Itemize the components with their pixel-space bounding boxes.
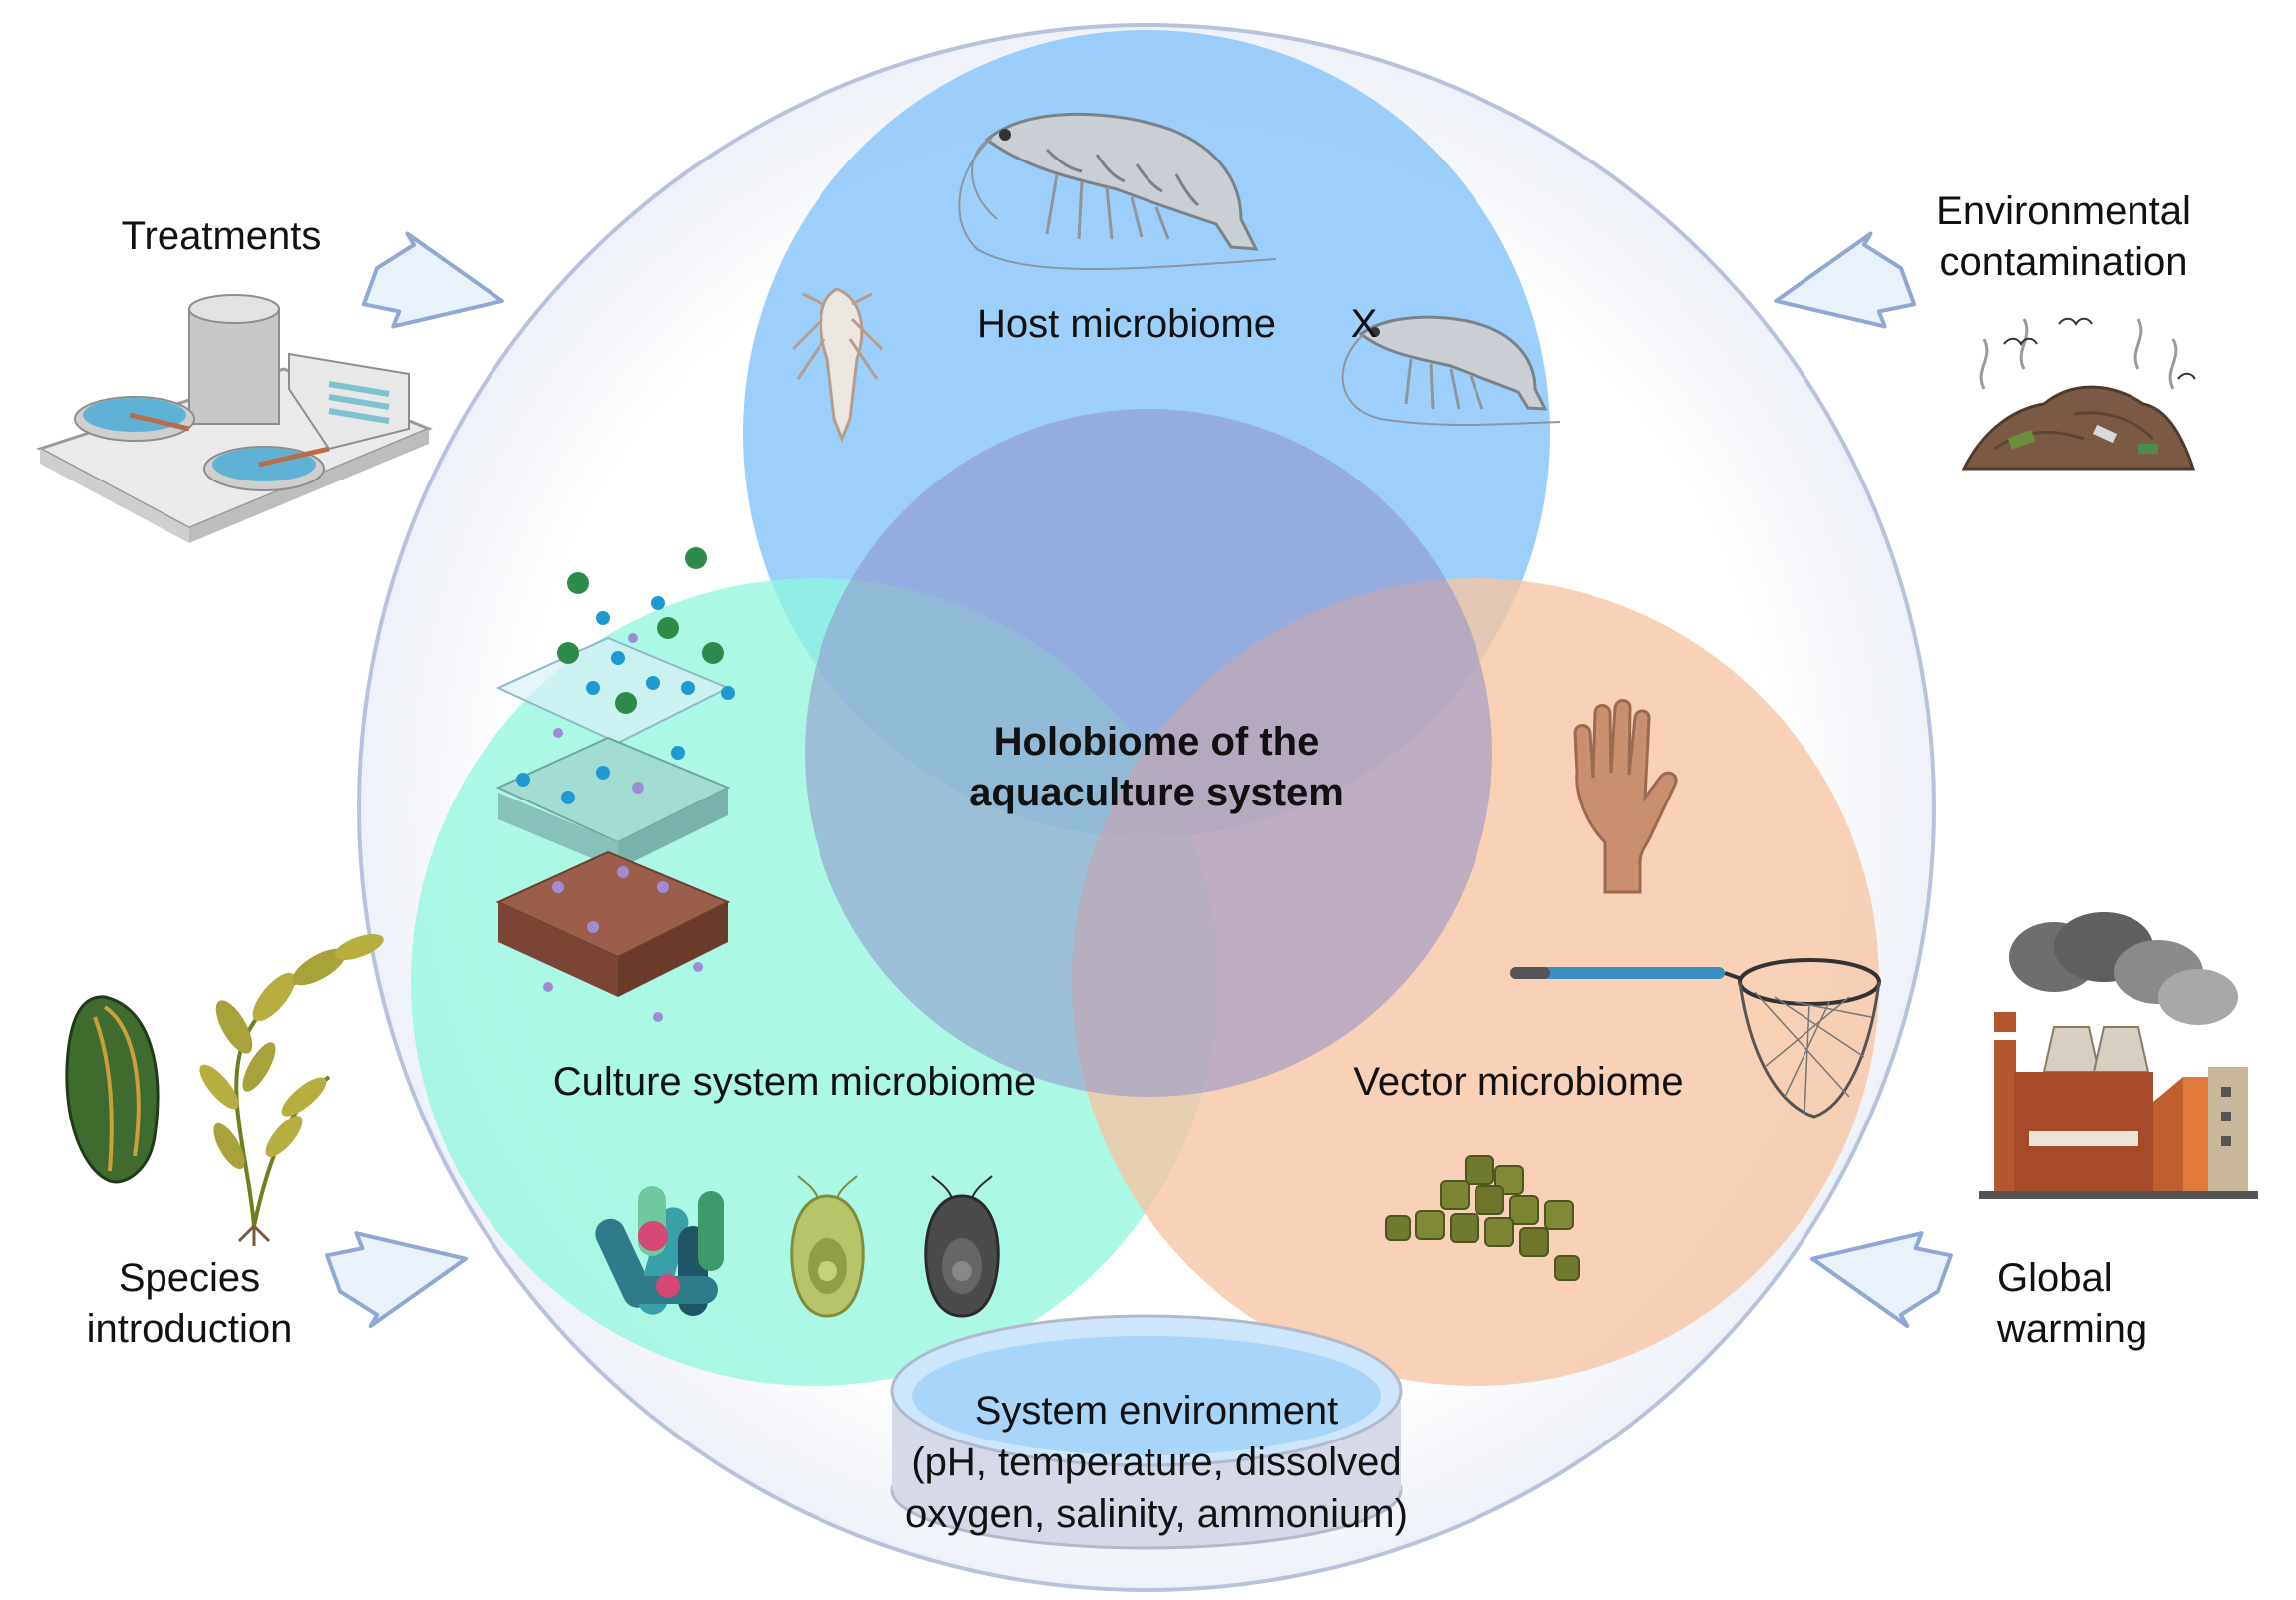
contamination-label-line1: Environmental <box>1936 189 2191 233</box>
treatments-label: Treatments <box>122 214 322 258</box>
system-environment-line2: (pH, temperature, dissolved <box>911 1440 1401 1484</box>
mussel-icon <box>65 995 160 1184</box>
warming-label-line2: warming <box>1996 1307 2147 1351</box>
vector-microbiome-label: Vector microbiome <box>1353 1060 1683 1104</box>
shrimp-larva-icon <box>791 287 884 444</box>
host-microbiome-label: Host microbiome <box>977 302 1276 346</box>
warming-arrow-icon <box>1810 1231 1953 1329</box>
treatment-plant-icon <box>36 294 433 543</box>
fishing-net-icon <box>1510 958 1881 1119</box>
waste-pile-icon <box>1961 317 2196 471</box>
bacteria-cluster-icon <box>595 1186 724 1316</box>
system-environment-line1: System environment <box>975 1389 1339 1433</box>
holobiome-title-line1: Holobiome of the <box>994 720 1320 764</box>
seaweed-icon <box>199 934 384 1246</box>
factory-icon <box>1979 912 2258 1199</box>
species-label-line1: Species <box>119 1256 260 1300</box>
biofilm-layers-icon <box>495 547 735 1022</box>
system-environment-line3: oxygen, salinity, ammonium) <box>905 1492 1408 1536</box>
culture-dish-icon <box>890 1314 1403 1550</box>
hand-icon <box>1573 699 1678 894</box>
contamination-label-line2: contamination <box>1939 240 2187 284</box>
shrimp-juvenile-icon <box>1341 315 1561 427</box>
warming-label-line1: Global <box>1997 1256 2113 1300</box>
culture-microbiome-label: Culture system microbiome <box>553 1060 1037 1104</box>
species-label-line2: introduction <box>87 1307 293 1351</box>
shrimp-adult-icon <box>958 112 1277 270</box>
green-microalga-icon <box>790 1175 865 1318</box>
feed-pellets-icon <box>1385 1155 1580 1281</box>
contamination-arrow-icon <box>1774 231 1917 329</box>
holobiome-title-line2: aquaculture system <box>969 771 1344 814</box>
species-arrow-icon <box>325 1231 468 1329</box>
host-cross-mark: X <box>1351 302 1378 346</box>
dark-microalga-icon <box>924 1175 1000 1318</box>
holobiome-center-circle <box>805 409 1492 1097</box>
treatments-arrow-icon <box>361 231 504 329</box>
